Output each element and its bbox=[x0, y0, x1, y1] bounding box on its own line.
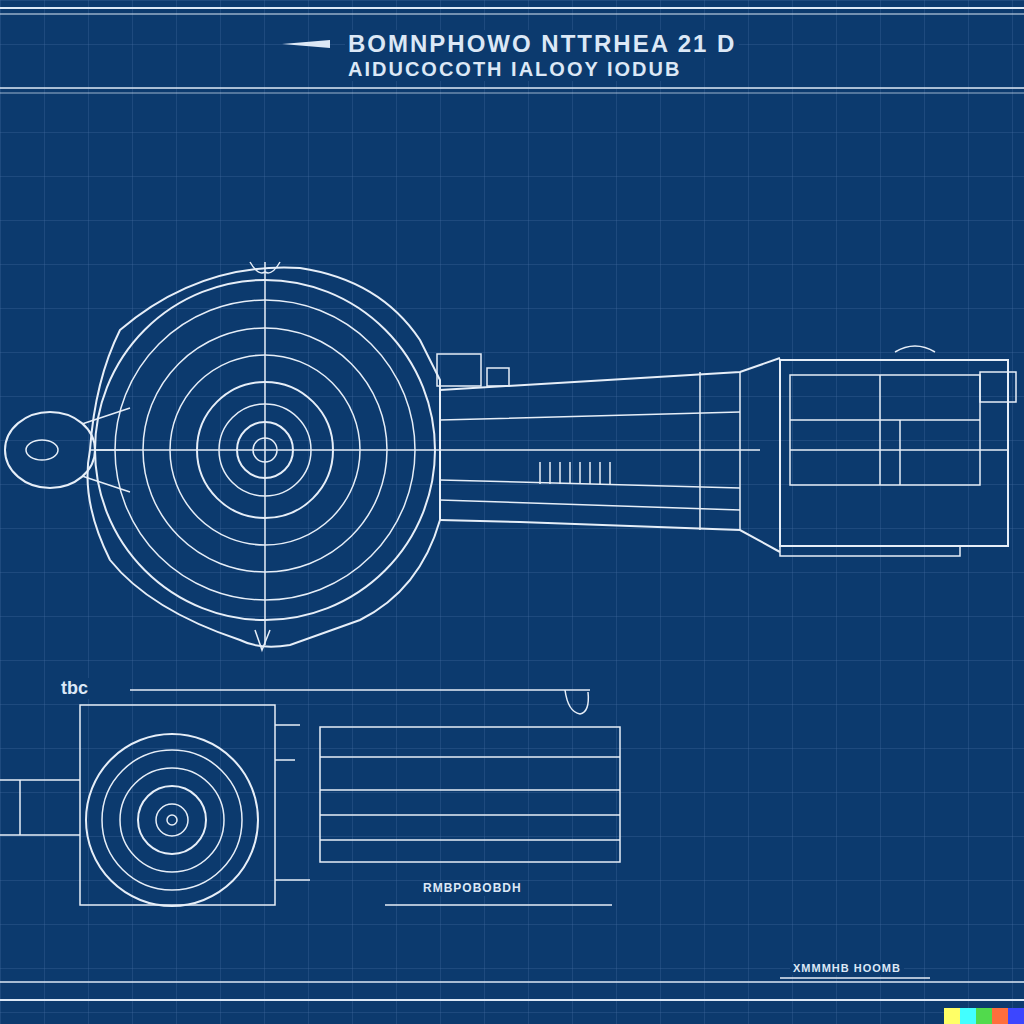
sheet-title: BOMNPHOWO NTTRHEA 21 D bbox=[345, 30, 739, 58]
nose-struts bbox=[82, 408, 130, 492]
detail-ring bbox=[120, 768, 224, 872]
border-line bbox=[0, 14, 1024, 15]
gearbox-panel bbox=[790, 375, 980, 485]
top-lug bbox=[250, 262, 280, 273]
shaft-lines bbox=[440, 412, 760, 510]
sheet-subtitle: AIDUCOCOTH IALOOY IODUB bbox=[345, 58, 684, 81]
main-assembly bbox=[5, 262, 1016, 650]
detail-frame bbox=[80, 705, 275, 905]
detail-ticks bbox=[275, 725, 310, 880]
center-line bbox=[90, 449, 440, 451]
gearbox-vent bbox=[895, 346, 935, 352]
frame-hook bbox=[565, 690, 588, 714]
color-square bbox=[960, 1008, 976, 1024]
detail-ring bbox=[138, 786, 206, 854]
nose-cone bbox=[26, 440, 58, 460]
center-line bbox=[264, 262, 266, 645]
shaft-outline bbox=[440, 358, 780, 552]
table-caption: RMBPOBOBDH bbox=[420, 882, 525, 896]
border-line bbox=[0, 981, 1024, 983]
shaft-collar bbox=[700, 372, 740, 530]
frame-line bbox=[130, 689, 590, 691]
color-square bbox=[1008, 1008, 1024, 1024]
fitting-box bbox=[437, 354, 481, 386]
color-square bbox=[992, 1008, 1008, 1024]
detail-body bbox=[0, 780, 80, 835]
title-block bbox=[320, 727, 620, 862]
detail-tag: tbc bbox=[58, 678, 91, 699]
gear-teeth bbox=[540, 462, 610, 484]
gearbox-lines bbox=[790, 375, 1008, 485]
border-line bbox=[0, 999, 1024, 1001]
color-square bbox=[976, 1008, 992, 1024]
title-mark bbox=[282, 40, 330, 48]
underline bbox=[780, 977, 930, 979]
bottom-lug bbox=[255, 630, 270, 650]
border-line bbox=[0, 7, 1024, 9]
detail-view bbox=[0, 690, 930, 978]
detail-ring bbox=[102, 750, 242, 890]
frame-lines bbox=[0, 8, 1024, 1000]
base-plate bbox=[780, 546, 960, 556]
underline bbox=[385, 904, 612, 906]
sheet-note: XMMMHB HOOMB bbox=[790, 962, 904, 975]
border-line bbox=[0, 93, 1024, 94]
fitting-box bbox=[487, 368, 509, 386]
detail-hub bbox=[167, 815, 177, 825]
color-square bbox=[944, 1008, 960, 1024]
housing-outline bbox=[88, 268, 441, 647]
border-line bbox=[0, 87, 1024, 89]
detail-hub bbox=[156, 804, 188, 836]
gearbox-cap bbox=[980, 372, 1016, 402]
color-strip bbox=[944, 1008, 1024, 1024]
gearbox-housing bbox=[780, 360, 1008, 546]
detail-ring bbox=[86, 734, 258, 906]
nose-cone bbox=[5, 412, 95, 488]
table-rows bbox=[320, 757, 620, 840]
